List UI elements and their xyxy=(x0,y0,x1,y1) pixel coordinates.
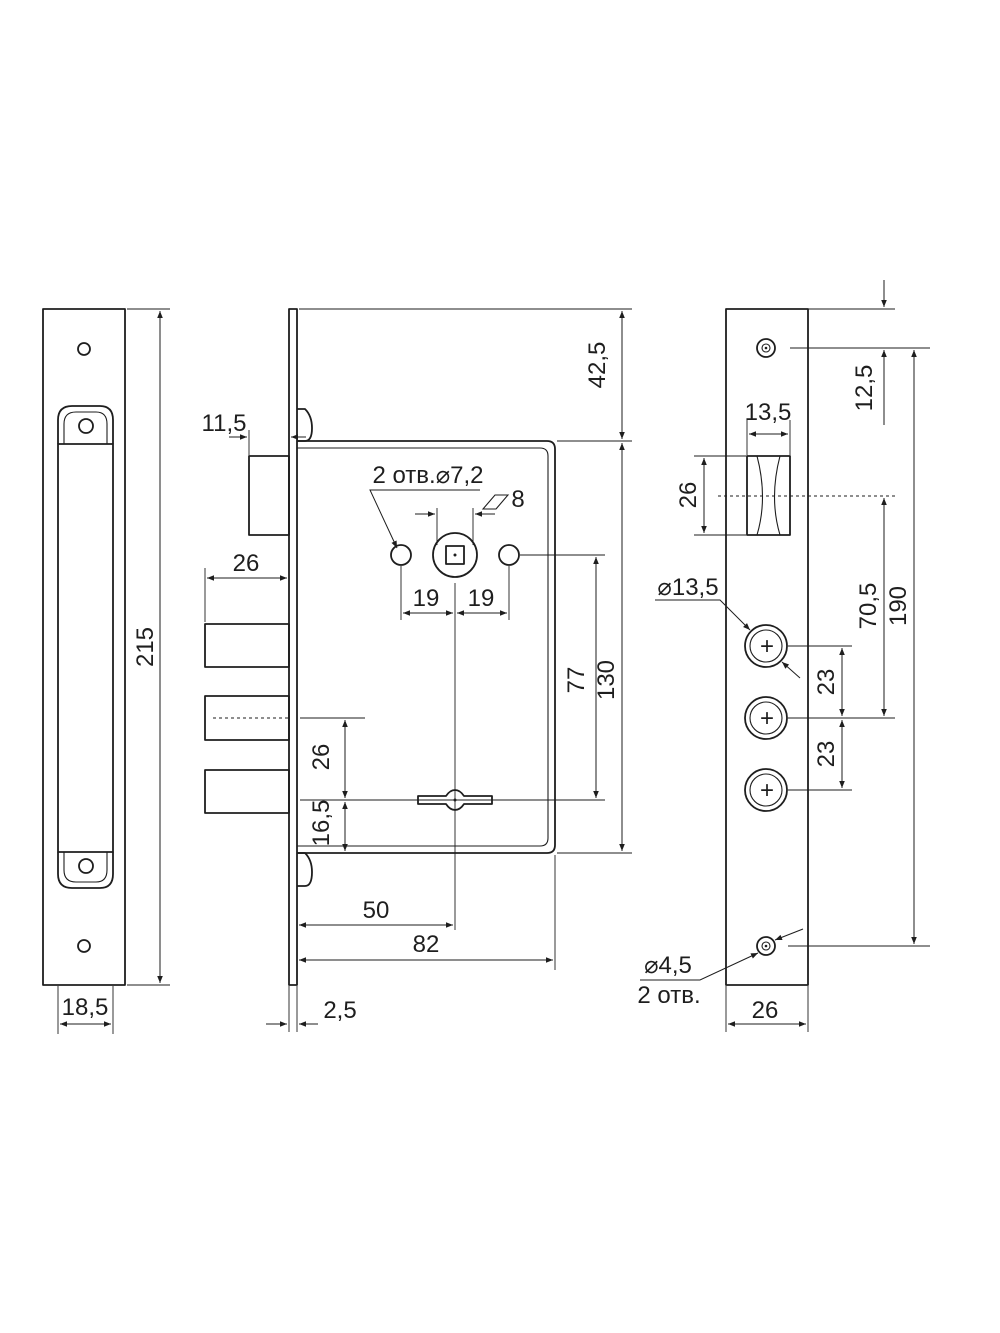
faceplate-width-label: 26 xyxy=(752,997,779,1024)
bottom-screw-hole xyxy=(756,936,776,956)
latch-bolt xyxy=(248,455,290,536)
bolt-diameter-label: ⌀13,5 xyxy=(657,574,718,601)
key-offset-label: 16,5 xyxy=(308,800,335,847)
mounting-hole-left xyxy=(390,544,412,566)
svg-text:+: + xyxy=(760,777,774,804)
bolt-pitch-1-label: 23 xyxy=(813,669,840,696)
screw-offset-label: 12,5 xyxy=(851,365,878,412)
bolt-projection-label: 11,5 xyxy=(202,410,247,437)
strike-lower-hole xyxy=(78,858,94,874)
screw-count-label: 2 отв. xyxy=(637,982,700,1009)
spindle-to-key-label: 77 xyxy=(563,667,590,694)
lock-case-inner-line xyxy=(297,447,549,847)
svg-text:+: + xyxy=(760,633,774,660)
latch-width-label: 13,5 xyxy=(745,399,792,426)
bottom-screw-head xyxy=(297,852,313,887)
strike-bottom-screw-hole xyxy=(77,939,91,953)
strike-top-screw-hole xyxy=(77,342,91,356)
strike-lower-ear xyxy=(57,852,114,889)
latch-opening xyxy=(746,455,791,536)
faceplate-outline xyxy=(725,308,809,986)
bolt-spacing-label: 26 xyxy=(308,744,335,771)
lock-case-outline xyxy=(297,440,556,854)
latch-height-label: 26 xyxy=(675,482,702,509)
spindle-square-hole xyxy=(445,545,465,565)
backset-label: 50 xyxy=(363,897,390,924)
bolt-pitch-2-label: 23 xyxy=(813,741,840,768)
latch-curve xyxy=(756,455,781,536)
strike-upper-ear xyxy=(57,405,114,444)
right-spacing-label: 19 xyxy=(468,585,495,612)
left-spacing-label: 19 xyxy=(413,585,440,612)
latch-to-bolt-label: 70,5 xyxy=(855,583,882,630)
bolt-hole-1 xyxy=(744,624,788,668)
top-screw-head xyxy=(297,408,313,442)
deadbolt-1 xyxy=(204,623,290,668)
case-depth-label: 82 xyxy=(413,931,440,958)
spindle-square-label: 8 xyxy=(511,486,524,513)
strike-upper-hole xyxy=(78,418,94,434)
strike-lower-ear-inner xyxy=(63,852,108,883)
svg-text:+: + xyxy=(760,705,774,732)
strike-plate-outline xyxy=(42,308,126,986)
keyhole xyxy=(417,789,493,811)
latch-projection-label: 26 xyxy=(233,550,260,577)
screw-diameter-label: ⌀4,5 xyxy=(644,952,692,979)
strike-height-label: 215 xyxy=(132,627,159,667)
strike-width-label: 18,5 xyxy=(62,994,109,1021)
faceplate-front-view: + + + 12,5 13,5 26 ⌀13,5 xyxy=(637,280,930,1032)
holes-spec-label: 2 отв.⌀7,2 xyxy=(372,462,483,489)
deadbolt-3 xyxy=(204,769,290,814)
top-screw-hole xyxy=(756,338,776,358)
case-height-label: 130 xyxy=(593,660,620,700)
strike-upper-ear-inner xyxy=(63,411,108,444)
square-symbol-icon xyxy=(481,494,510,510)
screw-spacing-label: 190 xyxy=(885,586,912,626)
lock-body-view: 42,5 130 77 11,5 2 отв.⌀7,2 8 19 19 26 2… xyxy=(202,308,632,1032)
faceplate-side xyxy=(288,308,298,986)
strike-plate-view: 215 18,5 xyxy=(42,308,170,1034)
plate-thickness-label: 2,5 xyxy=(323,997,356,1024)
mounting-hole-right xyxy=(498,544,520,566)
deadbolt-2 xyxy=(204,695,290,741)
spindle-hub xyxy=(432,532,478,578)
strike-slot xyxy=(57,443,114,853)
top-offset-label: 42,5 xyxy=(584,342,611,389)
bolt-hole-3 xyxy=(744,768,788,812)
bolt-hole-2 xyxy=(744,696,788,740)
